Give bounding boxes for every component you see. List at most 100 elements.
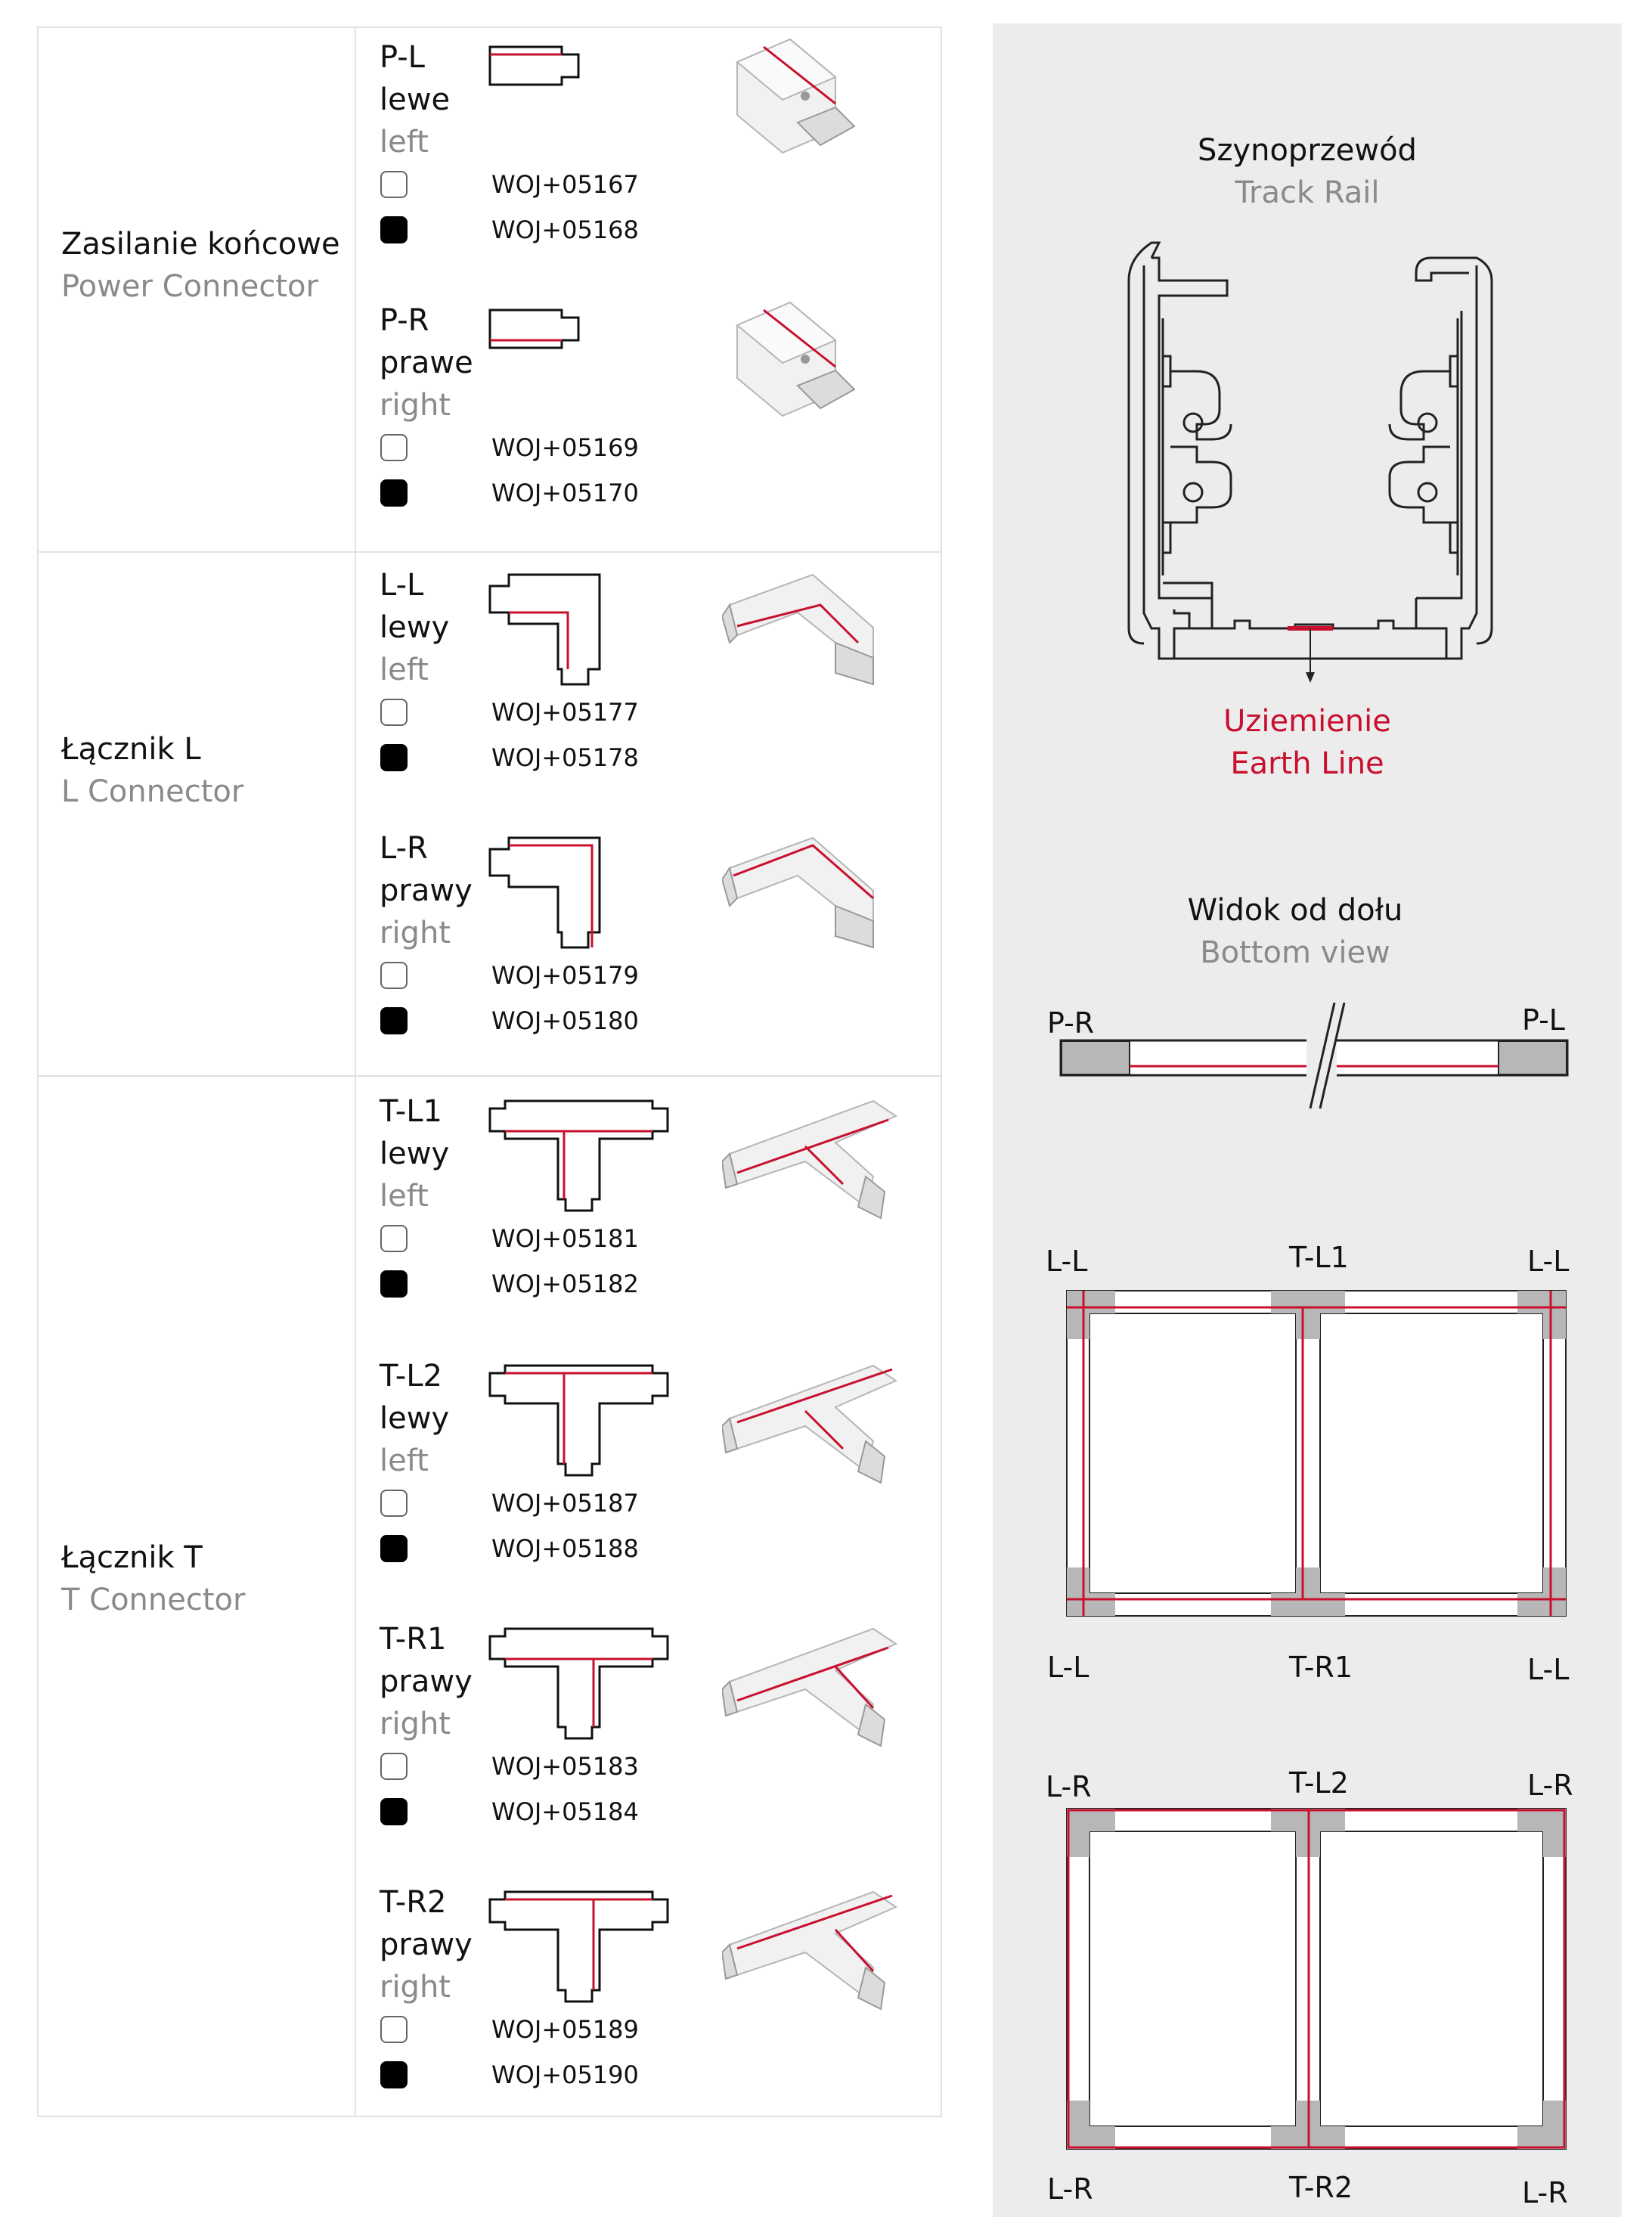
product-side-en: left [380,653,429,687]
connector-schematic-icon [486,1097,675,1218]
sku-white: WOJ+05181 [491,1224,639,1253]
color-swatch-black [380,479,408,507]
product-code: T-L1 [380,1094,442,1129]
sku-black: WOJ+05184 [491,1797,639,1826]
color-swatch-white [380,2016,408,2043]
product-side-pl: lewy [380,1401,450,1436]
bottom-view-rail-drawing [1059,1003,1569,1108]
grid1-label-top-mid: T-L1 [1289,1241,1349,1274]
color-swatch-black [380,1798,408,1825]
grid2-label-top-mid: T-L2 [1289,1766,1349,1800]
product-side-en: left [380,1179,429,1214]
connector-schematic-icon [486,306,584,352]
color-swatch-black [380,216,408,243]
product-side-en: left [380,1443,429,1478]
color-swatch-black [380,1007,408,1034]
color-swatch-white [380,1490,408,1517]
color-swatch-white [380,1225,408,1252]
sku-black: WOJ+05188 [491,1534,639,1563]
color-swatch-black [380,2061,408,2088]
product-side-pl: lewy [380,1136,450,1171]
earth-line-label-pl: Uziemienie [1223,704,1391,739]
color-swatch-black [380,1535,408,1562]
product-code-block: T-L2 lewy left [380,1358,449,1479]
sku-black: WOJ+05168 [491,215,639,244]
table-border-bottom [37,2116,942,2117]
earth-line-label: Uziemienie Earth Line [993,700,1622,785]
earth-line-label-en: Earth Line [1230,746,1384,781]
diagram-panel: Szynoprzewód Track Rail [993,23,1622,2217]
connector-product-photo [722,295,903,431]
sku-white: WOJ+05167 [491,170,639,199]
product-side-en: right [380,916,451,950]
rail-label-right: P-L [1522,1003,1565,1037]
color-swatch-white [380,699,408,726]
table-border-top [37,26,942,28]
product-side-pl: prawy [380,1927,473,1962]
connector-product-photo [722,823,903,959]
grid1-label-bottom-right: L-L [1527,1653,1570,1686]
track-rail-title: Szynoprzewód Track Rail [993,129,1622,214]
connector-product-photo [722,1350,903,1487]
bottom-view-title-en: Bottom view [1200,935,1390,970]
color-swatch-white [380,1753,408,1780]
section-t-connector: Łącznik T T Connector [61,1536,245,1621]
product-side-pl: lewe [380,82,451,117]
connector-product-photo [722,1877,903,2013]
table-row-divider [37,551,942,553]
product-code: L-R [380,831,428,866]
section-title-en: Power Connector [61,269,318,304]
connector-product-photo [722,32,903,168]
grid1-label-bottom-mid: T-R1 [1289,1651,1353,1684]
section-l-connector: Łącznik L L Connector [61,728,243,813]
product-code: T-R1 [380,1622,447,1657]
sku-black: WOJ+05170 [491,479,639,507]
table-border-left [37,26,39,2117]
sku-white: WOJ+05169 [491,433,639,462]
track-rail-title-en: Track Rail [1235,175,1380,210]
grid2-label-bottom-mid: T-R2 [1289,2171,1353,2204]
track-rail-title-pl: Szynoprzewód [1198,133,1417,168]
grid2-label-bottom-left: L-R [1047,2172,1093,2206]
bottom-view-title-pl: Widok od dołu [1187,893,1403,928]
rail-label-left: P-R [1047,1006,1095,1040]
product-code: P-R [380,303,429,338]
sku-black: WOJ+05180 [491,1006,639,1035]
grid2-label-top-right: L-R [1527,1769,1573,1802]
section-title-en: L Connector [61,774,244,809]
sku-black: WOJ+05190 [491,2060,639,2089]
product-code: T-L2 [380,1359,442,1394]
section-title-pl: Zasilanie końcowe [61,227,340,262]
grid1-label-top-left: L-L [1046,1245,1088,1278]
connector-schematic-icon [486,1625,675,1746]
sku-white: WOJ+05187 [491,1489,639,1518]
connector-product-photo [722,1086,903,1222]
connector-product-photo [722,560,903,696]
sku-white: WOJ+05189 [491,2015,639,2044]
table-column-divider [355,26,356,2117]
section-title-pl: Łącznik T [61,1540,203,1575]
connector-schematic-icon [486,1888,675,2009]
table-row-divider [37,1075,942,1077]
product-code: P-L [380,40,425,75]
connector-product-photo [722,1614,903,1750]
connector-schematic-icon [486,1362,675,1483]
color-swatch-white [380,171,408,198]
connector-schematic-icon [486,43,584,88]
product-side-pl: lewy [380,610,450,645]
product-side-en: right [380,388,451,423]
product-side-en: right [380,1970,451,2005]
color-swatch-white [380,434,408,461]
product-side-pl: prawy [380,873,473,908]
product-code-block: T-R2 prawy right [380,1884,473,2005]
color-swatch-white [380,962,408,989]
product-code-block: L-R prawy right [380,830,473,951]
sku-black: WOJ+05182 [491,1270,639,1298]
product-code: T-R2 [380,1885,447,1920]
connector-schematic-icon [486,571,607,692]
color-swatch-black [380,1270,408,1298]
section-title-pl: Łącznik L [61,732,201,767]
track-rail-profile-drawing [1127,241,1493,683]
sku-white: WOJ+05183 [491,1752,639,1781]
